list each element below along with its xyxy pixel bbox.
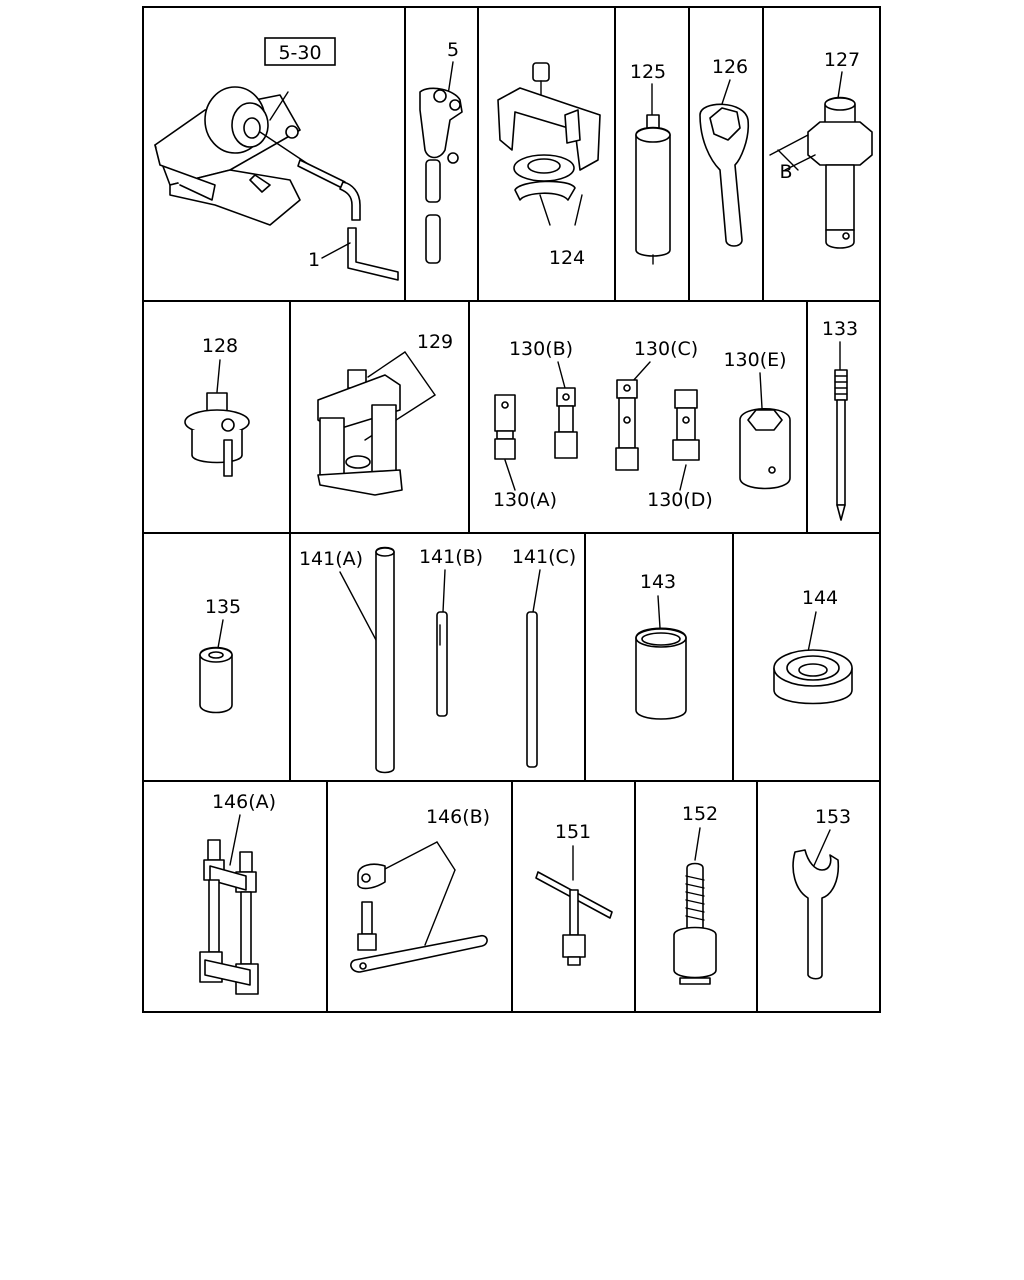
cell-part-152: 152 [673, 803, 718, 985]
part-125-drawing [635, 114, 671, 265]
label-part-130e: 130(E) [723, 349, 786, 371]
label-part-135: 135 [205, 596, 241, 618]
part-152-drawing [673, 862, 717, 985]
cell-part-133: 133 [822, 318, 858, 521]
label-part-152: 152 [682, 803, 718, 825]
cell-part-135: 135 [199, 596, 241, 714]
label-part-130a: 130(A) [493, 489, 557, 511]
label-part-146a: 146(A) [212, 791, 276, 813]
part-130c-drawing [615, 379, 639, 471]
label-part-130c: 130(C) [634, 338, 698, 360]
cell-part-143: 143 [635, 571, 687, 720]
label-part-143: 143 [640, 571, 676, 593]
part-130e-drawing [739, 408, 791, 490]
label-part-141a: 141(A) [299, 548, 363, 570]
part-130d-drawing [672, 389, 700, 461]
part-5-drawing [419, 87, 463, 264]
dimension-b: B [769, 134, 816, 183]
label-part-153: 153 [815, 806, 851, 828]
label-part-124: 124 [549, 247, 585, 269]
part-128-drawing [184, 392, 250, 477]
cell-part-151: 151 [535, 821, 613, 966]
part-141a-drawing [375, 546, 395, 774]
part-127-drawing [807, 96, 873, 249]
grid-frame [142, 6, 881, 1013]
label-part-151: 151 [555, 821, 591, 843]
part-144-drawing [773, 649, 853, 705]
part-133-drawing [834, 369, 848, 521]
part-129-drawing [317, 369, 403, 496]
cell-part-5: 5 [419, 39, 463, 264]
handle-part-1: 1 [308, 227, 399, 281]
cell-assembly-5-30: 5-30 1 [154, 37, 399, 281]
cell-part-126: 126 [699, 56, 750, 247]
label-part-130b: 130(B) [509, 338, 573, 360]
part-130a-drawing [494, 394, 516, 460]
label-part-5: 5 [447, 39, 459, 61]
part-135-drawing [199, 646, 233, 714]
cell-part-144: 144 [773, 587, 853, 705]
cell-part-128: 128 [184, 335, 250, 477]
part-151-drawing [535, 871, 613, 966]
cell-part-127: 127 B [769, 49, 873, 249]
label-part-127: 127 [824, 49, 860, 71]
label-part-141c: 141(C) [512, 546, 576, 568]
cell-part-153: 153 [792, 806, 851, 980]
label-part-130d: 130(D) [647, 489, 713, 511]
label-part-146b: 146(B) [426, 806, 490, 828]
label-part-129: 129 [417, 331, 453, 353]
cell-part-146a: 146(A) [199, 791, 276, 995]
label-part-125: 125 [630, 61, 666, 83]
cell-part-130: 130(B) 130(C) 130(E) 130(A) 130(D) [493, 338, 791, 511]
part-141c-drawing [526, 611, 538, 768]
cell-part-124: 124 [497, 62, 601, 269]
part-126-drawing [699, 103, 750, 247]
part-124-drawing [497, 62, 601, 201]
winch-assembly-drawing [154, 86, 361, 226]
label-dimension-b: B [779, 161, 792, 183]
cell-part-146b: 146(B) [350, 806, 490, 973]
part-141b-drawing [436, 611, 448, 717]
part-130b-drawing [554, 387, 578, 459]
label-part-133: 133 [822, 318, 858, 340]
part-146a-drawing [199, 839, 259, 995]
part-146b-drawing [350, 863, 488, 973]
cell-part-129: 129 [317, 331, 453, 496]
label-part-1: 1 [308, 249, 320, 271]
ref-box-5-30: 5-30 [264, 37, 336, 66]
cell-part-125: 125 [630, 61, 671, 265]
label-part-126: 126 [712, 56, 748, 78]
label-part-128: 128 [202, 335, 238, 357]
part-143-drawing [635, 627, 687, 720]
ref-box-label: 5-30 [278, 42, 321, 64]
part-153-drawing [792, 849, 840, 980]
label-part-141b: 141(B) [419, 546, 483, 568]
label-part-144: 144 [802, 587, 838, 609]
cell-part-141: 141(A) 141(B) 141(C) [299, 546, 576, 774]
